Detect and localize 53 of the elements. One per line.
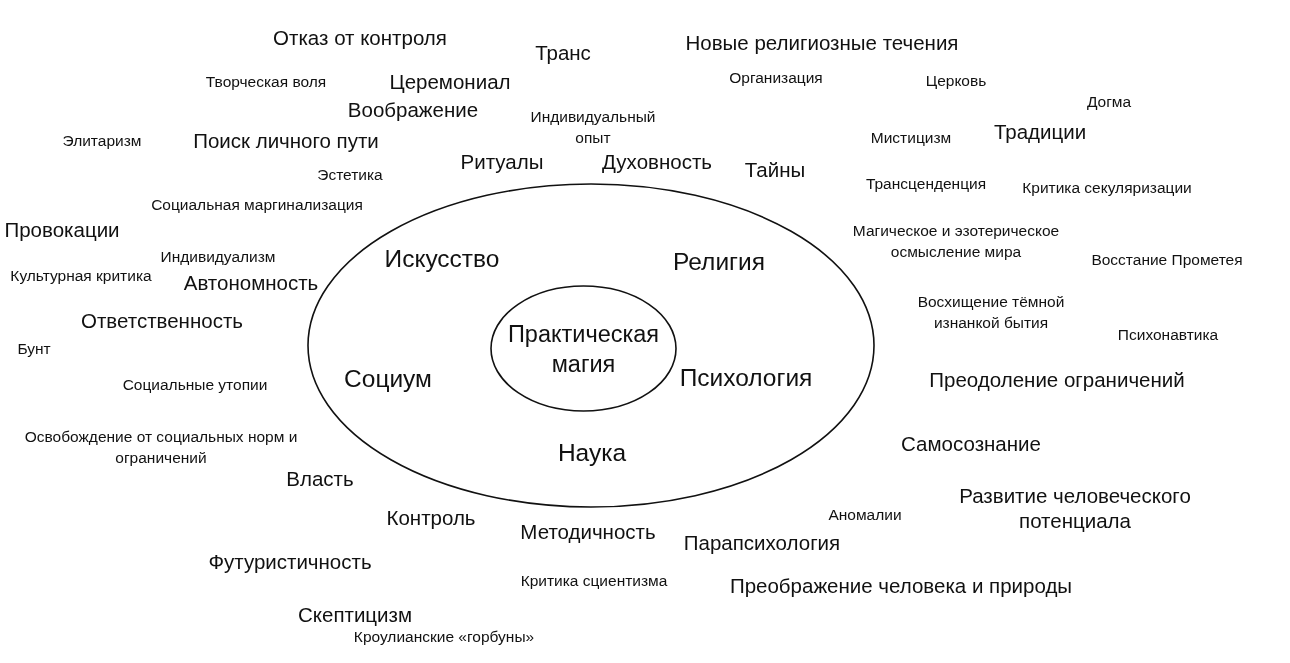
concept-label: Развитие человеческого потенциала	[958, 483, 1192, 533]
concept-label: Бунт	[17, 338, 51, 359]
concept-label: Методичность	[520, 518, 656, 544]
concept-label: Ответственность	[81, 307, 243, 333]
concept-label: Элитаризм	[62, 130, 142, 151]
concept-label: Тайны	[744, 156, 806, 182]
concept-label: Преодоление ограничений	[929, 366, 1185, 392]
domain-label: Наука	[557, 437, 627, 468]
concept-label: Трансценденция	[865, 173, 987, 194]
concept-label: Отказ от контроля	[273, 24, 447, 50]
concept-label: Традиции	[993, 118, 1087, 144]
concept-label: Новые религиозные течения	[685, 29, 959, 55]
concept-label: Культурная критика	[10, 265, 152, 286]
concept-label: Провокации	[4, 216, 120, 242]
concept-label: Транс	[535, 39, 591, 65]
concept-label: Восстание Прометея	[1091, 249, 1243, 270]
core-ellipse	[490, 285, 677, 412]
concept-label: Критика секуляризации	[1022, 177, 1192, 198]
concept-label: Индивидуальный опыт	[529, 107, 657, 148]
concept-label: Церемониал	[389, 68, 511, 94]
concept-label: Аномалии	[828, 504, 902, 525]
concept-label: Парапсихология	[683, 529, 841, 555]
concept-label: Контроль	[386, 504, 476, 530]
concept-label: Догма	[1086, 91, 1132, 112]
concept-label: Творческая воля	[205, 71, 327, 92]
core-label: Практическая магия	[506, 319, 661, 379]
concept-label: Церковь	[925, 70, 987, 91]
concept-label: Скептицизм	[298, 601, 412, 627]
domain-label: Психология	[679, 362, 813, 393]
domain-label: Социум	[344, 363, 432, 394]
concept-label: Восхищение тёмной изнанкой бытия	[916, 292, 1066, 333]
concept-label: Воображение	[347, 96, 479, 122]
concept-label: Эстетика	[317, 164, 383, 185]
concept-label: Индивидуализм	[160, 246, 276, 267]
concept-label: Поиск личного пути	[193, 127, 379, 153]
concept-label: Мистицизм	[870, 127, 952, 148]
concept-label: Социальные утопии	[122, 374, 268, 395]
concept-label: Автономность	[183, 269, 319, 295]
concept-label: Преображение человека и природы	[729, 572, 1073, 598]
concept-label: Психонавтика	[1117, 324, 1219, 345]
concept-label: Ритуалы	[460, 148, 544, 174]
concept-label: Критика сциентизма	[520, 570, 668, 591]
domain-label: Искусство	[384, 243, 500, 274]
concept-label: Духовность	[602, 148, 712, 174]
concept-label: Освобождение от социальных норм и ограничений	[23, 427, 299, 468]
concept-label: Социальная маргинализация	[151, 194, 363, 215]
concept-label: Кроулианские «горбуны»	[353, 626, 535, 647]
concept-label: Футуристичность	[208, 548, 372, 574]
domain-label: Религия	[673, 246, 765, 277]
concept-label: Магическое и эзотерическое осмысление мира	[851, 221, 1061, 262]
concept-label: Самосознание	[901, 430, 1041, 456]
concept-label: Организация	[729, 67, 823, 88]
concept-label: Власть	[286, 465, 354, 491]
